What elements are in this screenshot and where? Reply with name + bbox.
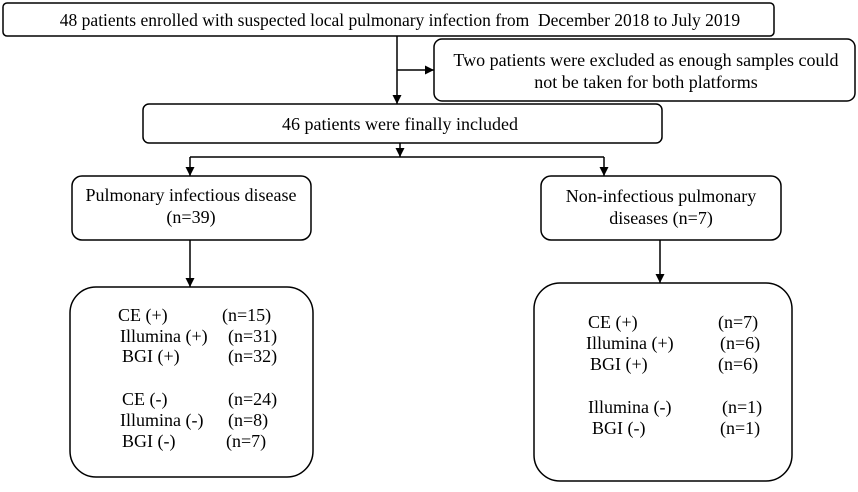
- included-box: [142, 103, 663, 144]
- non-infectious-results-box: [533, 282, 793, 482]
- excluded-node: Two patients were excluded as enough sam…: [433, 38, 856, 102]
- non-infectious-box: [540, 175, 782, 241]
- enrolled-node: 48 patients enrolled with suspected loca…: [2, 2, 775, 37]
- result-count: (n=7): [226, 431, 266, 452]
- result-count: (n=6): [720, 333, 760, 354]
- result-label: Illumina (-): [120, 410, 203, 431]
- result-count: (n=8): [228, 410, 268, 431]
- infectious-node: Pulmonary infectious disease (n=39): [71, 175, 312, 241]
- result-count: (n=15): [222, 305, 271, 326]
- infectious-text-line-1: Pulmonary infectious disease: [86, 185, 297, 205]
- result-count: (n=7): [718, 312, 758, 333]
- infectious-box: [71, 175, 312, 241]
- excluded-text-line-2: not be taken for both platforms: [534, 72, 757, 92]
- non-infectious-results-node: CE (+) (n=7) Illumina (+) (n=6) BGI (+) …: [533, 282, 793, 482]
- infectious-results-node: CE (+) (n=15) Illumina (+) (n=31) BGI (+…: [69, 286, 314, 478]
- enrolled-text: 48 patients enrolled with suspected loca…: [60, 10, 741, 30]
- result-label: Illumina (-): [588, 397, 671, 418]
- result-label: BGI (+): [590, 354, 648, 375]
- included-text: 46 patients were finally included: [282, 114, 518, 134]
- excluded-text-line-1: Two patients were excluded as enough sam…: [453, 50, 838, 70]
- excluded-box: [433, 38, 856, 102]
- result-label: Illumina (+): [120, 326, 208, 347]
- result-label: BGI (-): [122, 431, 175, 452]
- non-infectious-node: Non-infectious pulmonary diseases (n=7): [540, 175, 782, 241]
- result-count: (n=1): [720, 418, 760, 439]
- result-count: (n=24): [228, 389, 277, 410]
- non-infectious-text-line-2: diseases (n=7): [609, 208, 713, 229]
- result-label: BGI (+): [122, 346, 180, 367]
- result-label: CE (+): [588, 312, 638, 333]
- result-label: BGI (-): [592, 418, 645, 439]
- result-label: CE (+): [118, 305, 168, 326]
- result-count: (n=32): [228, 346, 277, 367]
- infectious-text-line-2: (n=39): [166, 207, 215, 228]
- infectious-results-box: [69, 286, 314, 478]
- enrolled-box: [2, 2, 775, 37]
- result-count: (n=6): [718, 354, 758, 375]
- result-label: Illumina (+): [586, 333, 674, 354]
- included-node: 46 patients were finally included: [142, 103, 663, 144]
- non-infectious-text-line-1: Non-infectious pulmonary: [566, 186, 756, 206]
- result-count: (n=31): [228, 326, 277, 347]
- result-count: (n=1): [722, 397, 762, 418]
- result-label: CE (-): [122, 389, 167, 410]
